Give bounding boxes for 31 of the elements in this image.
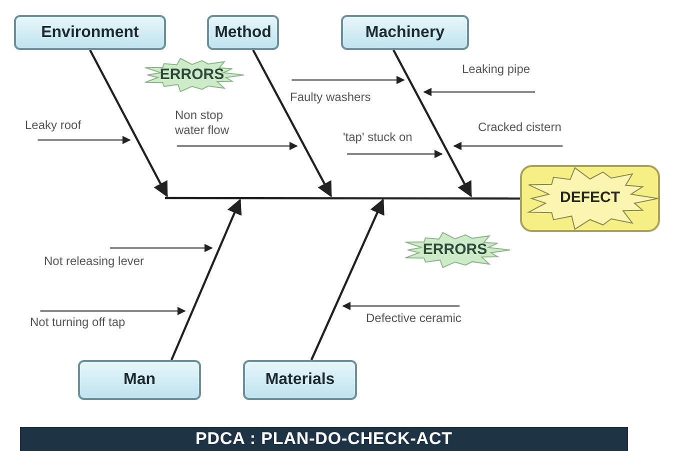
cause-arrow bbox=[423, 88, 535, 96]
bone-arrow bbox=[310, 198, 384, 360]
bone-arrow bbox=[392, 49, 472, 198]
cause-text: Faulty washers bbox=[290, 90, 376, 106]
category-box: Materials bbox=[243, 360, 357, 400]
cause-text: Leaky roof bbox=[25, 118, 89, 134]
cause-text: Not turning off tap bbox=[30, 315, 144, 331]
category-box: Machinery bbox=[341, 15, 469, 50]
cause-arrow bbox=[342, 302, 460, 310]
cause-arrow bbox=[38, 136, 131, 144]
cause-arrow bbox=[110, 244, 213, 252]
cause-arrow bbox=[292, 76, 405, 84]
bone-arrow bbox=[252, 49, 332, 198]
cause-text: Non stop water flow bbox=[175, 108, 237, 138]
cause-text: Cracked cistern bbox=[478, 120, 570, 136]
cause-text: Not releasing lever bbox=[44, 254, 156, 270]
category-box: Man bbox=[78, 360, 201, 400]
cause-arrow bbox=[453, 142, 563, 150]
cause-text: 'tap' stuck on bbox=[343, 130, 425, 146]
cause-arrow bbox=[176, 142, 298, 150]
cause-arrow bbox=[347, 150, 443, 158]
category-box: Environment bbox=[14, 15, 166, 50]
cause-text: Defective ceramic bbox=[366, 311, 470, 327]
cause-arrow bbox=[40, 306, 186, 316]
title-banner: PDCA : PLAN-DO-CHECK-ACT bbox=[20, 427, 628, 451]
category-box: Method bbox=[207, 15, 279, 50]
spine-line bbox=[165, 196, 520, 200]
cause-text: Leaking pipe bbox=[462, 62, 538, 78]
bone-arrow bbox=[170, 198, 242, 360]
bone-arrow bbox=[89, 49, 168, 198]
defect-box: DEFECT bbox=[520, 165, 660, 232]
